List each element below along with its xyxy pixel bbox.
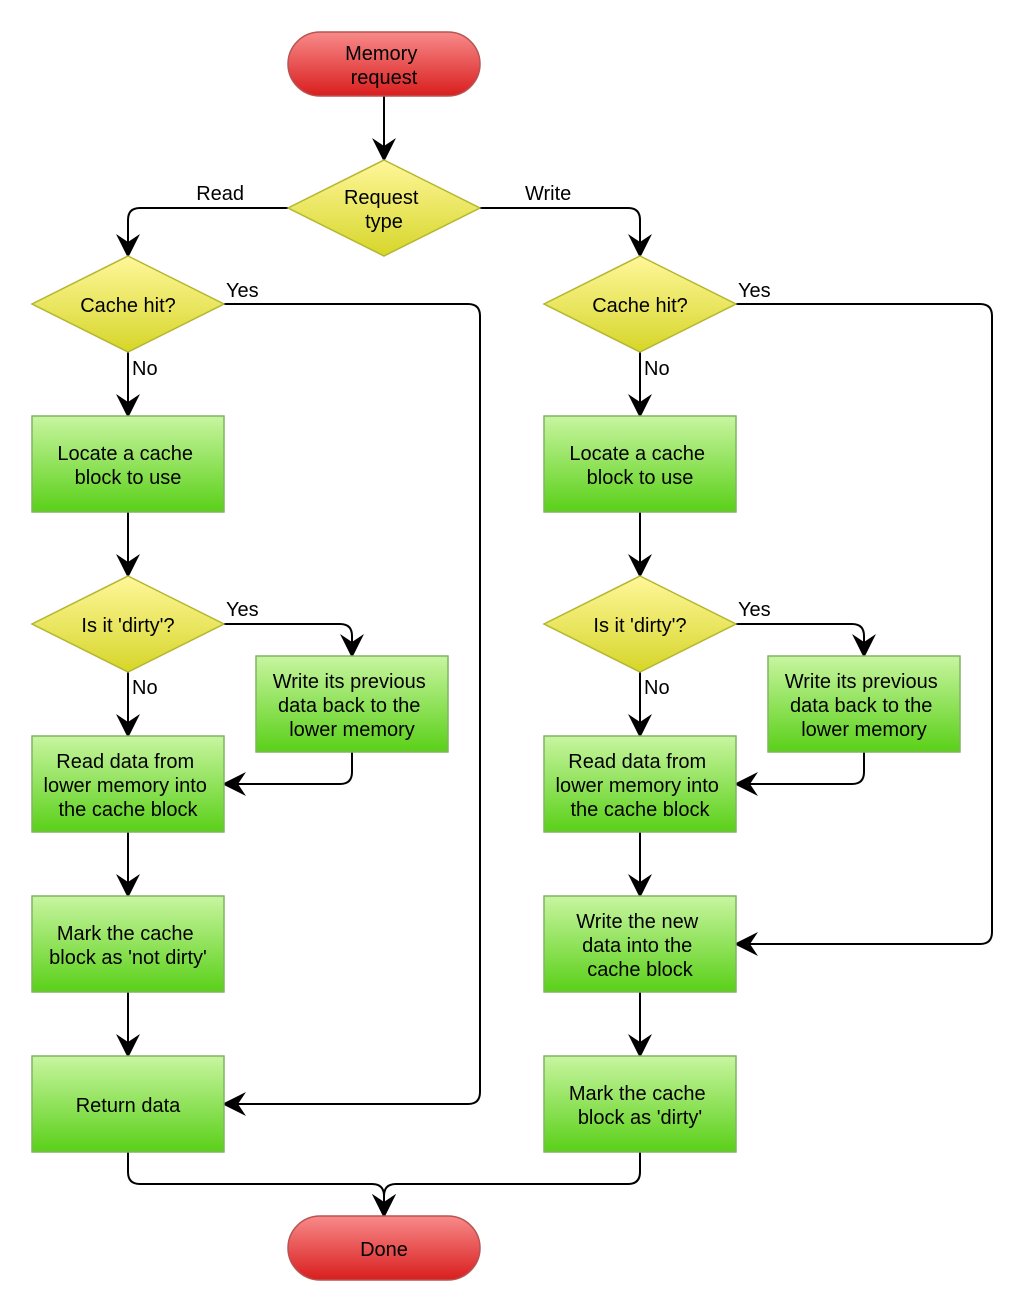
svg-text:Locate a cache block to: Locate a cache block to use [569, 443, 710, 489]
write-writeback-line-3: lower memory [801, 719, 927, 741]
label-write: Write [525, 183, 571, 205]
label-read-hit-yes: Yes [226, 280, 259, 302]
read-cache-hit-decision: Cache hit? [30, 255, 226, 353]
edge-write-writeback-to-read [734, 752, 865, 796]
read-read-data-line-3: the cache block [59, 799, 199, 821]
label-write-dirty-no: No [644, 677, 670, 699]
label-read: Read [196, 183, 244, 205]
read-read-data-line-1: Read data from [56, 751, 194, 773]
svg-text:Mark the cache block as: Mark the cache block as 'dirty' [569, 1083, 711, 1129]
label-write-hit-no: No [644, 358, 670, 380]
edge-request-type-read [116, 207, 288, 258]
write-new-data-line-2: data into the [582, 935, 692, 957]
write-read-data-line-1: Read data from [568, 751, 706, 773]
edge-labels: Read Write Yes No Yes No Yes No Yes No [132, 183, 771, 699]
write-cache-hit-label: Cache hit? [592, 295, 688, 317]
svg-text:Cache hit?: Cache hit? [80, 295, 176, 317]
write-read-data-line-2: lower memory into [556, 775, 719, 797]
read-mark-not-dirty-box: Mark the cache block as 'not dirty' [31, 895, 225, 993]
read-locate-line-1: Locate a cache [57, 443, 193, 465]
request-type-decision: Request type [286, 159, 482, 257]
write-new-data-line-1: Write the new [576, 911, 698, 933]
write-locate-line-1: Locate a cache [569, 443, 705, 465]
read-return-box: Return data [31, 1055, 225, 1153]
edge-request-type-write [480, 207, 652, 258]
label-read-dirty-yes: Yes [226, 599, 259, 621]
label-read-dirty-no: No [132, 677, 158, 699]
write-new-data-line-3: cache block [587, 959, 694, 981]
edge-write-hit-yes [734, 303, 993, 956]
write-locate-box: Locate a cache block to use [543, 415, 737, 513]
read-dirty-label: Is it 'dirty'? [81, 615, 174, 637]
start-line-2: request [351, 67, 418, 89]
edge-write-mark-to-done [372, 1152, 641, 1218]
read-writeback-line-2: data back to the [278, 695, 420, 717]
svg-text:Is it 'dirty'?: Is it 'dirty'? [593, 615, 686, 637]
write-writeback-box: Write its previous data back to the lowe… [767, 655, 961, 753]
read-mark-line-2: block as 'not dirty' [49, 947, 207, 969]
read-writeback-box: Write its previous data back to the lowe… [255, 655, 449, 753]
read-writeback-line-1: Write its previous [273, 671, 426, 693]
write-writeback-line-2: data back to the [790, 695, 932, 717]
write-locate-line-2: block to use [587, 467, 694, 489]
write-mark-dirty-box: Mark the cache block as 'dirty' [543, 1055, 737, 1153]
connectors [116, 96, 993, 1218]
start-terminal: Memory request [287, 31, 481, 97]
svg-text:Write the new data into: Write the new data into the cache block [576, 911, 703, 981]
svg-text:Read data from lower mem: Read data from lower memory into the cac… [556, 751, 725, 821]
write-dirty-decision: Is it 'dirty'? [542, 575, 738, 673]
svg-text:Memory request: Memory request [345, 43, 423, 89]
write-dirty-label: Is it 'dirty'? [593, 615, 686, 637]
read-writeback-line-3: lower memory [289, 719, 415, 741]
read-read-data-line-2: lower memory into [44, 775, 207, 797]
write-new-data-box: Write the new data into the cache block [543, 895, 737, 993]
svg-text:Write its previous data: Write its previous data back to the lowe… [273, 671, 432, 741]
write-cache-hit-decision: Cache hit? [542, 255, 738, 353]
write-writeback-line-1: Write its previous [785, 671, 938, 693]
edge-read-writeback-to-read [222, 752, 353, 796]
svg-text:Return data: Return data [76, 1095, 181, 1117]
read-read-data-box: Read data from lower memory into the cac… [31, 735, 225, 833]
edge-read-return-to-done [127, 1152, 396, 1218]
read-cache-hit-label: Cache hit? [80, 295, 176, 317]
write-mark-line-1: Mark the cache [569, 1083, 706, 1105]
svg-text:Done: Done [360, 1239, 408, 1261]
start-line-1: Memory [345, 43, 417, 65]
request-type-line-2: type [365, 211, 403, 233]
write-mark-line-2: block as 'dirty' [578, 1107, 702, 1129]
svg-text:Read data from lower mem: Read data from lower memory into the cac… [44, 751, 213, 821]
write-read-data-box: Read data from lower memory into the cac… [543, 735, 737, 833]
edge-read-hit-yes [222, 303, 481, 1116]
svg-text:Mark the cache block as: Mark the cache block as 'not dirty' [49, 923, 207, 969]
edge-write-dirty-yes [736, 623, 876, 658]
read-locate-box: Locate a cache block to use [31, 415, 225, 513]
write-read-data-line-3: the cache block [571, 799, 711, 821]
svg-text:Is it 'dirty'?: Is it 'dirty'? [81, 615, 174, 637]
request-type-line-1: Request [344, 187, 419, 209]
svg-text:Write its previous data: Write its previous data back to the lowe… [785, 671, 944, 741]
read-dirty-decision: Is it 'dirty'? [30, 575, 226, 673]
edge-read-dirty-yes [224, 623, 364, 658]
label-write-dirty-yes: Yes [738, 599, 771, 621]
read-locate-line-2: block to use [75, 467, 182, 489]
done-terminal: Done [287, 1215, 481, 1281]
read-mark-line-1: Mark the cache [57, 923, 194, 945]
label-read-hit-no: No [132, 358, 158, 380]
label-write-hit-yes: Yes [738, 280, 771, 302]
read-return-label: Return data [76, 1095, 181, 1117]
done-label: Done [360, 1239, 408, 1261]
svg-text:Request type: Request type [344, 187, 424, 233]
svg-text:Cache hit?: Cache hit? [592, 295, 688, 317]
svg-text:Locate a cache block to: Locate a cache block to use [57, 443, 198, 489]
